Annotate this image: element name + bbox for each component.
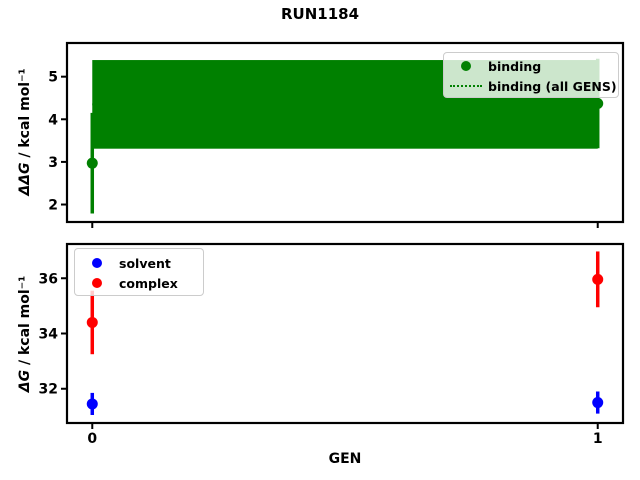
red-dot-icon [92, 278, 102, 288]
complex-marker-gen0 [86, 316, 98, 328]
legend-label-solvent: solvent [119, 255, 171, 271]
top-ytick-label-5: 5 [48, 70, 58, 86]
top-y-axis-label-symbol: ΔΔG [17, 162, 33, 196]
top-ytick-label-3: 3 [48, 155, 58, 171]
bottom-ytick-label-32: 32 [39, 382, 58, 398]
dotted-line-icon [444, 85, 488, 87]
blue-dot-icon [92, 258, 102, 268]
bottom-xtick-label-1: 1 [593, 431, 603, 447]
legend-label-binding-all-gens: binding (all GENS) [488, 78, 617, 94]
top-ytick-label-4: 4 [48, 112, 58, 128]
bottom-y-axis-label-symbol: ΔG [17, 369, 33, 393]
top-ytick-label-2: 2 [48, 198, 58, 214]
solvent-marker-gen1 [592, 397, 604, 409]
bottom-xtick-label-0: 0 [87, 431, 97, 447]
legend-item-binding: binding [444, 56, 612, 76]
solvent-marker-icon [75, 258, 119, 268]
top-plot-frame [65, 41, 625, 224]
legend-label-complex: complex [119, 275, 178, 291]
binding-marker-gen0 [86, 157, 98, 169]
top-y-axis-label-units: / kcal mol⁻¹ [17, 68, 33, 163]
binding-marker-gen1 [592, 98, 604, 110]
complex-marker-icon [75, 278, 119, 288]
legend-item-binding-all-gens: binding (all GENS) [444, 76, 617, 96]
bottom-y-axis-label-units: / kcal mol⁻¹ [17, 275, 33, 370]
binding-marker-icon [444, 61, 488, 71]
green-dot-icon [461, 61, 471, 71]
legend-item-solvent: solvent [75, 253, 197, 273]
x-axis-label: GEN [328, 451, 362, 467]
complex-marker-gen1 [592, 273, 604, 285]
green-dotted-line-icon [450, 85, 482, 87]
legend-label-binding: binding [488, 58, 542, 74]
solvent-marker-gen0 [86, 398, 98, 410]
legend-item-complex: complex [75, 273, 197, 293]
figure-title: RUN1184 [280, 5, 360, 23]
top-legend: binding binding (all GENS) [443, 52, 619, 98]
top-y-axis-label: ΔΔG / kcal mol⁻¹ [16, 22, 34, 242]
bottom-ytick-label-36: 36 [39, 271, 58, 287]
bottom-legend: solvent complex [74, 248, 204, 296]
bottom-y-axis-label: ΔG / kcal mol⁻¹ [16, 224, 34, 444]
bottom-ytick-label-34: 34 [39, 327, 59, 343]
